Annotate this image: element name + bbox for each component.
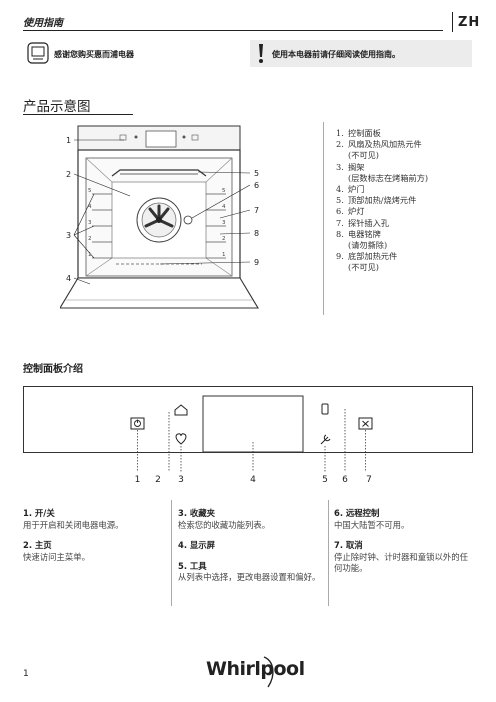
warning-text: 使用本电器前请仔细阅读使用指南。 bbox=[272, 50, 400, 59]
legend-item: 3.搁架 bbox=[336, 161, 365, 172]
callout-1: 1 bbox=[66, 136, 71, 145]
brand-logo: Whirlpool bbox=[206, 658, 305, 680]
power-button-shape bbox=[130, 417, 145, 430]
home-icon bbox=[174, 404, 188, 416]
display-screen bbox=[202, 395, 304, 453]
warning-note: 使用本电器前请仔细阅读使用指南。 bbox=[250, 40, 472, 67]
header-divider bbox=[452, 12, 453, 32]
header-rule bbox=[23, 30, 443, 31]
legend-item-note: (层数标志在烤箱前方) bbox=[348, 172, 429, 183]
column-divider bbox=[328, 500, 329, 606]
legend-item: 6.炉灯 bbox=[336, 206, 365, 217]
control-panel-title: 控制面板介绍 bbox=[23, 364, 83, 375]
legend-item-note: (请勿撕除) bbox=[348, 240, 388, 251]
callout-8: 8 bbox=[254, 229, 259, 238]
shelf-level-4-right: 4 bbox=[222, 204, 226, 210]
callout-2: 2 bbox=[66, 170, 71, 179]
panel-callout-5: 5 bbox=[322, 475, 328, 485]
legend-item: 9.底部加热元件 bbox=[336, 251, 398, 262]
manual-title: 使用指南 bbox=[23, 18, 63, 29]
manual-book-icon bbox=[27, 42, 49, 64]
shelf-level-2: 2 bbox=[88, 236, 92, 242]
callout-3: 3 bbox=[66, 231, 71, 240]
panel-callout-2: 2 bbox=[155, 475, 161, 485]
legend-item: 4.炉门 bbox=[336, 184, 365, 195]
callout-4: 4 bbox=[66, 274, 71, 283]
control-desc-item: 2. 主页 快速访问主菜单。 bbox=[23, 540, 90, 562]
product-diagram-title: 产品示意图 bbox=[23, 99, 91, 115]
shelf-level-1-right: 1 bbox=[222, 252, 226, 258]
control-desc-col-3: 6. 远程控制 中国大陆暂不可用。 7. 取消 停止除时钟、计时器和童锁以外的任… bbox=[334, 508, 472, 584]
column-divider bbox=[171, 500, 172, 606]
panel-callout-1: 1 bbox=[135, 475, 141, 485]
legend-item: 7.探针插入孔 bbox=[336, 217, 389, 228]
control-desc-item: 1. 开/关 用于开启和关闭电器电源。 bbox=[23, 508, 124, 530]
shelf-level-3: 3 bbox=[88, 220, 92, 226]
language-code: ZH bbox=[458, 15, 481, 30]
close-icon bbox=[362, 420, 369, 427]
control-panel-diagram: 1 2 3 4 5 6 7 bbox=[23, 386, 473, 485]
legend-item: 5.顶部加热/烧烤元件 bbox=[336, 195, 417, 206]
callout-7: 7 bbox=[254, 206, 259, 215]
phone-icon bbox=[321, 403, 329, 415]
panel-callout-7: 7 bbox=[366, 475, 372, 485]
control-desc-item: 4. 显示屏 bbox=[178, 540, 216, 550]
callout-9: 9 bbox=[254, 258, 259, 267]
legend-item: 1.控制面板 bbox=[336, 128, 381, 138]
exclamation-icon bbox=[259, 44, 263, 63]
control-desc-col-1: 1. 开/关 用于开启和关闭电器电源。 2. 主页 快速访问主菜单。 bbox=[23, 508, 171, 572]
control-desc-item: 3. 收藏夹 检索您的收藏功能列表。 bbox=[178, 508, 271, 530]
legend-item-note: (不可见) bbox=[348, 150, 379, 161]
shelf-level-4: 4 bbox=[88, 204, 92, 210]
shelf-level-5-right: 5 bbox=[222, 188, 226, 194]
page-number: 1 bbox=[23, 669, 29, 679]
legend-item: 2.风扇及热风加热元件 bbox=[336, 139, 422, 150]
section-underline bbox=[23, 114, 133, 115]
control-desc-item: 7. 取消 停止除时钟、计时器和童锁以外的任何功能。 bbox=[334, 540, 468, 573]
panel-callout-6: 6 bbox=[342, 475, 348, 485]
legend-item-note: (不可见) bbox=[348, 262, 379, 273]
control-desc-col-2: 3. 收藏夹 检索您的收藏功能列表。 4. 显示屏 5. 工具 从列表中选择，更… bbox=[178, 508, 323, 593]
shelf-level-1: 1 bbox=[88, 252, 92, 258]
shelf-level-2-right: 2 bbox=[222, 236, 226, 242]
shelf-level-3-right: 3 bbox=[222, 220, 226, 226]
wrench-icon bbox=[320, 434, 331, 445]
brand-swoosh bbox=[263, 656, 274, 688]
component-legend: 1.控制面板 2.风扇及热风加热元件 (不可见) 3.搁架 (层数标志在烤箱前方… bbox=[336, 128, 428, 274]
oven-diagram: 1 2 3 4 5 6 7 8 9 5 4 3 2 1 5 4 3 2 1 bbox=[60, 125, 259, 309]
thanks-note: 感谢您购买惠而浦电器 bbox=[23, 40, 241, 67]
legend-item: 8.电器铭牌 bbox=[336, 228, 381, 239]
legend-divider bbox=[323, 122, 324, 315]
panel-callout-4: 4 bbox=[250, 475, 256, 485]
shelf-level-5: 5 bbox=[88, 188, 92, 194]
callout-6: 6 bbox=[254, 181, 259, 190]
control-desc-item: 6. 远程控制 中国大陆暂不可用。 bbox=[334, 508, 410, 530]
callout-5: 5 bbox=[254, 169, 259, 178]
panel-callout-3: 3 bbox=[178, 475, 184, 485]
thanks-text: 感谢您购买惠而浦电器 bbox=[54, 50, 134, 59]
heart-icon bbox=[175, 433, 187, 445]
control-desc-item: 5. 工具 从列表中选择，更改电器设置和偏好。 bbox=[178, 560, 321, 583]
